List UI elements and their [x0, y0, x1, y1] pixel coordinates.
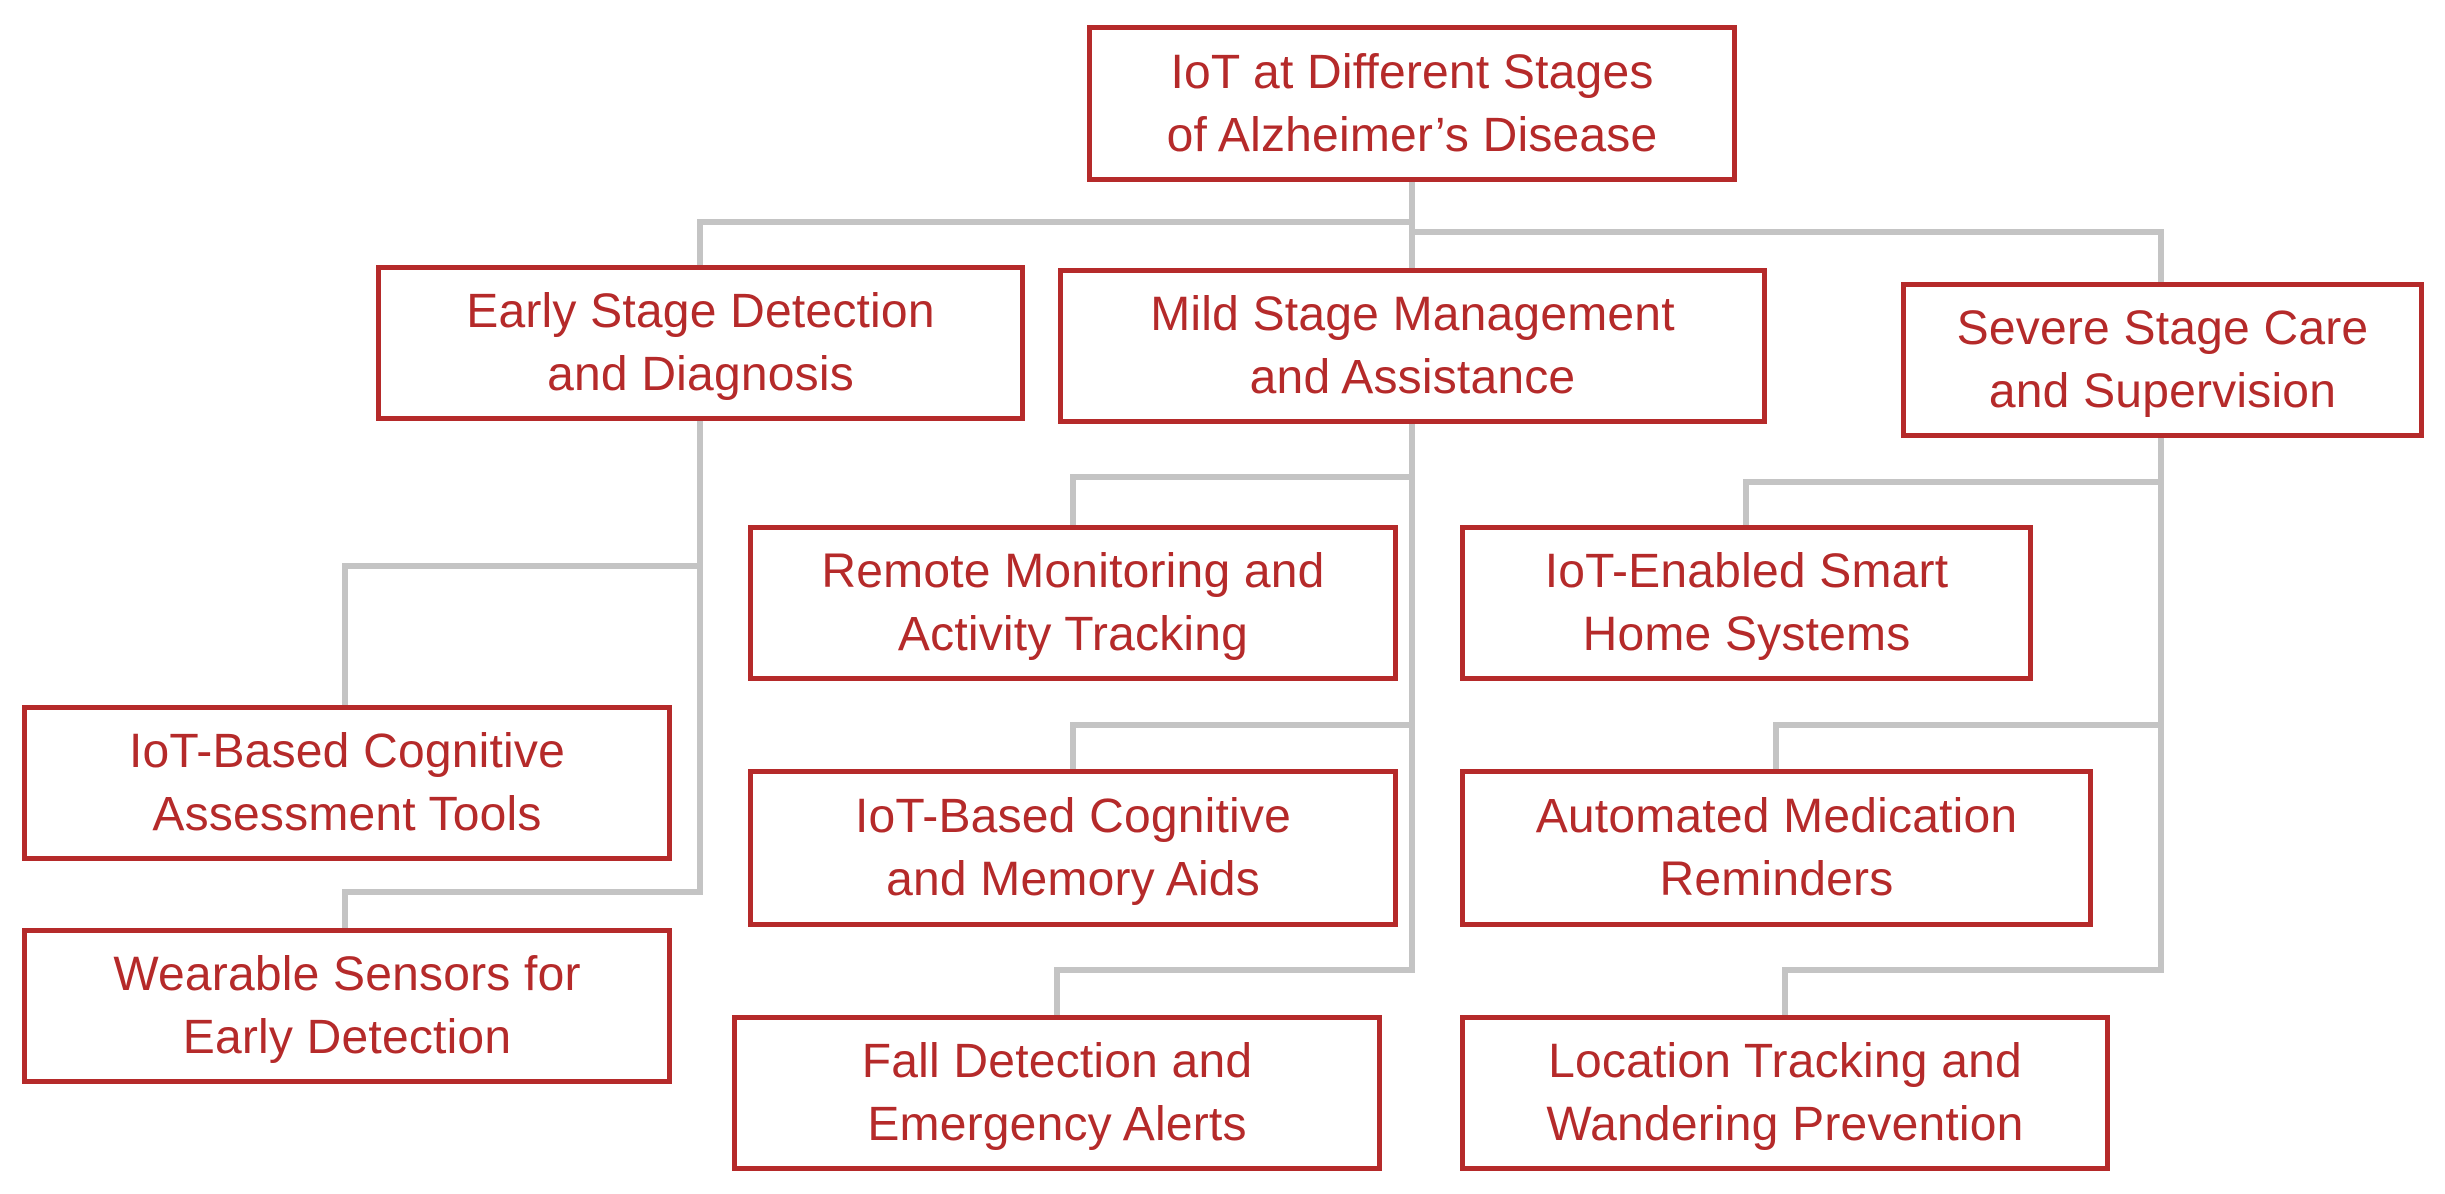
stage-node-early: Early Stage Detection and Diagnosis: [376, 265, 1025, 421]
stage-node-mild: Mild Stage Management and Assistance: [1058, 268, 1767, 424]
child-node-fall-detection: Fall Detection and Emergency Alerts: [732, 1015, 1382, 1171]
child-node-line2: Reminders: [1659, 853, 1894, 906]
child-node-line1: Remote Monitoring and: [821, 545, 1325, 598]
stage-node-severe: Severe Stage Care and Supervision: [1901, 282, 2424, 438]
root-node: IoT at Different Stages of Alzheimer’s D…: [1087, 25, 1737, 182]
child-node-wearable-sensors: Wearable Sensors for Early Detection: [22, 928, 672, 1084]
child-node-line1: IoT-Enabled Smart: [1544, 545, 1949, 598]
child-node-line1: Fall Detection and: [861, 1035, 1253, 1088]
child-node-line2: and Memory Aids: [886, 853, 1260, 906]
child-node-line2: Early Detection: [182, 1011, 512, 1064]
child-node-line1: Location Tracking and: [1548, 1035, 2022, 1088]
child-node-location-tracking: Location Tracking and Wandering Preventi…: [1460, 1015, 2110, 1171]
child-node-line1: Wearable Sensors for: [113, 948, 581, 1001]
child-node-smart-home: IoT-Enabled Smart Home Systems: [1460, 525, 2033, 681]
child-node-line1: IoT-Based Cognitive: [128, 725, 566, 778]
stage-node-mild-line2: and Assistance: [1249, 351, 1576, 404]
root-node-line2: of Alzheimer’s Disease: [1166, 108, 1658, 162]
stage-node-mild-line1: Mild Stage Management: [1150, 288, 1675, 341]
stage-node-severe-line2: and Supervision: [1988, 365, 2337, 418]
child-node-line2: Emergency Alerts: [867, 1098, 1247, 1151]
child-node-line2: Home Systems: [1582, 608, 1911, 661]
child-node-line1: Automated Medication: [1535, 790, 2018, 843]
child-node-medication-reminders: Automated Medication Reminders: [1460, 769, 2093, 927]
child-node-remote-monitoring: Remote Monitoring and Activity Tracking: [748, 525, 1398, 681]
stage-node-early-line2: and Diagnosis: [547, 348, 854, 401]
child-node-line2: Wandering Prevention: [1546, 1098, 2024, 1151]
child-node-cognitive-assessment: IoT-Based Cognitive Assessment Tools: [22, 705, 672, 861]
stage-node-severe-line1: Severe Stage Care: [1956, 302, 2369, 355]
child-node-line2: Activity Tracking: [897, 608, 1249, 661]
child-node-memory-aids: IoT-Based Cognitive and Memory Aids: [748, 769, 1398, 927]
child-node-line2: Assessment Tools: [152, 788, 542, 841]
child-node-line1: IoT-Based Cognitive: [854, 790, 1292, 843]
root-node-line1: IoT at Different Stages: [1170, 45, 1654, 99]
stage-node-early-line1: Early Stage Detection: [466, 285, 935, 338]
